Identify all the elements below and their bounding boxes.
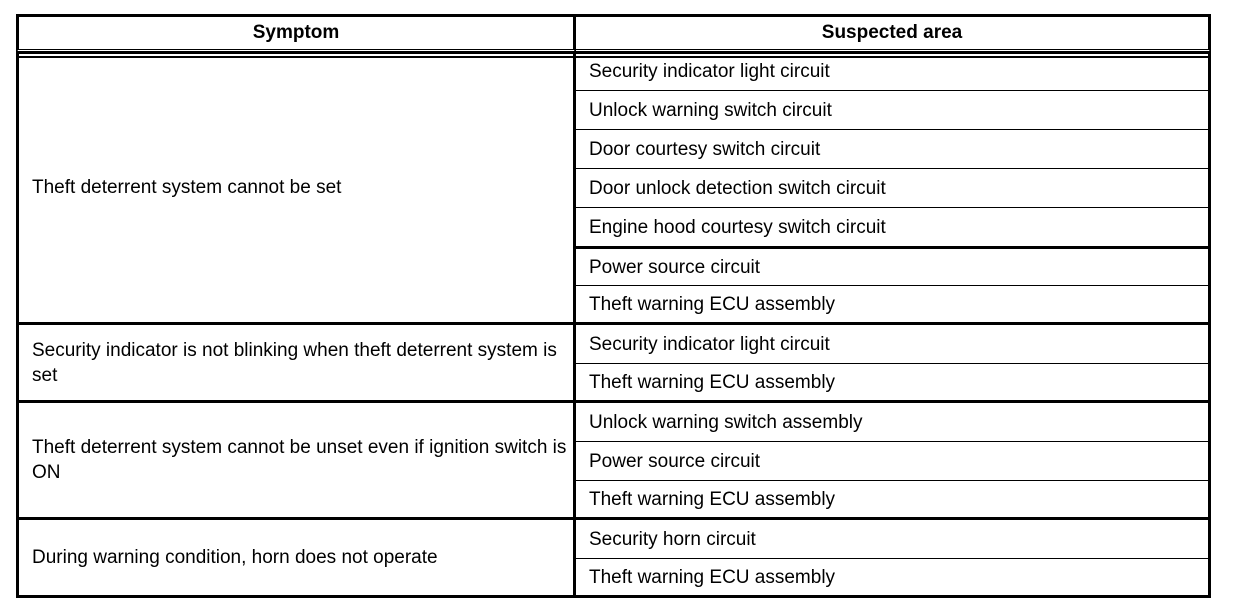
table-row: Theft warning ECU assembly [16, 364, 1211, 403]
suspected-area-text: Unlock warning switch circuit [589, 99, 832, 121]
suspected-area-text: Theft warning ECU assembly [589, 371, 836, 393]
header-row: Symptom Suspected area [16, 14, 1211, 52]
suspected-area-cell: Unlock warning switch assembly [576, 403, 1211, 442]
suspected-area-text: Theft warning ECU assembly [589, 566, 836, 588]
suspected-area-text: Door unlock detection switch circuit [589, 177, 886, 199]
suspected-area-cell: Theft warning ECU assembly [576, 481, 1211, 520]
column-header-symptom: Symptom [16, 14, 576, 52]
table-row: Unlock warning switch circuit [16, 91, 1211, 130]
table-header: Symptom Suspected area [16, 14, 1211, 52]
symptom-cell: During warning condition, horn does not … [16, 520, 576, 598]
suspected-area-text: Security indicator light circuit [589, 333, 830, 355]
column-header-suspected-area: Suspected area [576, 14, 1211, 52]
suspected-area-text: Power source circuit [589, 256, 761, 278]
table-row: Theft deterrent system cannot be set Secu… [16, 52, 1211, 325]
symptom-text: During warning condition, horn does not … [32, 547, 438, 568]
suspected-area-cell: Theft warning ECU assembly [576, 364, 1211, 403]
symptom-text: Security indicator is not blinking when … [32, 339, 557, 386]
table-row: Power source circuit [16, 442, 1211, 481]
suspected-area-cell: Theft warning ECU assembly [576, 286, 1211, 325]
suspected-area-cell: Security horn circuit [576, 520, 1211, 559]
suspected-area-cell: Power source circuit [576, 442, 1211, 481]
suspected-area-text: Door courtesy switch circuit [589, 138, 821, 160]
suspected-area-text: Theft warning ECU assembly [589, 293, 836, 315]
table-row: Theft warning ECU assembly [16, 481, 1211, 520]
suspected-area-cell: Theft warning ECU assembly [576, 559, 1211, 598]
symptom-text: Theft deterrent system cannot be unset e… [32, 437, 567, 483]
table-row: Theft warning ECU assembly [16, 286, 1211, 325]
symptom-cell: Theft deterrent system cannot be unset e… [16, 403, 576, 520]
suspected-area-text: Unlock warning switch assembly [589, 411, 863, 433]
suspected-area-cell: Unlock warning switch circuit [576, 91, 1211, 130]
suspected-area-cell: Security indicator light circuit [576, 52, 1211, 91]
suspected-area-cell: Security indicator light circuit [576, 325, 1211, 364]
symptom-cell: Theft deterrent system cannot be set [16, 52, 576, 325]
suspected-area-cell: Door courtesy switch circuit [576, 130, 1211, 169]
suspected-area-cell: Engine hood courtesy switch circuit [576, 208, 1211, 247]
suspected-area-cell: Door unlock detection switch circuit [576, 169, 1211, 208]
suspected-area-cell: Power source circuit [576, 247, 1211, 286]
symptom-cell: Security indicator is not blinking when … [16, 325, 576, 403]
table-row: During warning condition, horn does not … [16, 520, 1211, 598]
suspected-area-text: Power source circuit [589, 450, 761, 472]
suspected-area-text: Theft warning ECU assembly [589, 488, 836, 510]
table-row: Engine hood courtesy switch circuit [16, 208, 1211, 247]
table-row: Theft warning ECU assembly [16, 559, 1211, 598]
symptom-suspected-area-table: Symptom Suspected area Theft deterrent s… [16, 14, 1211, 598]
table-row: Theft deterrent system cannot be unset e… [16, 403, 1211, 520]
suspected-area-text: Security horn circuit [589, 528, 756, 550]
suspected-area-text: Security indicator light circuit [589, 60, 830, 82]
symptom-text: Theft deterrent system cannot be set [32, 176, 342, 198]
table-row: Security indicator is not blinking when … [16, 325, 1211, 403]
table-row: Power source circuit [16, 247, 1211, 286]
table-row: Door courtesy switch circuit [16, 130, 1211, 169]
table-row: Door unlock detection switch circuit [16, 169, 1211, 208]
suspected-area-text: Engine hood courtesy switch circuit [589, 216, 886, 238]
